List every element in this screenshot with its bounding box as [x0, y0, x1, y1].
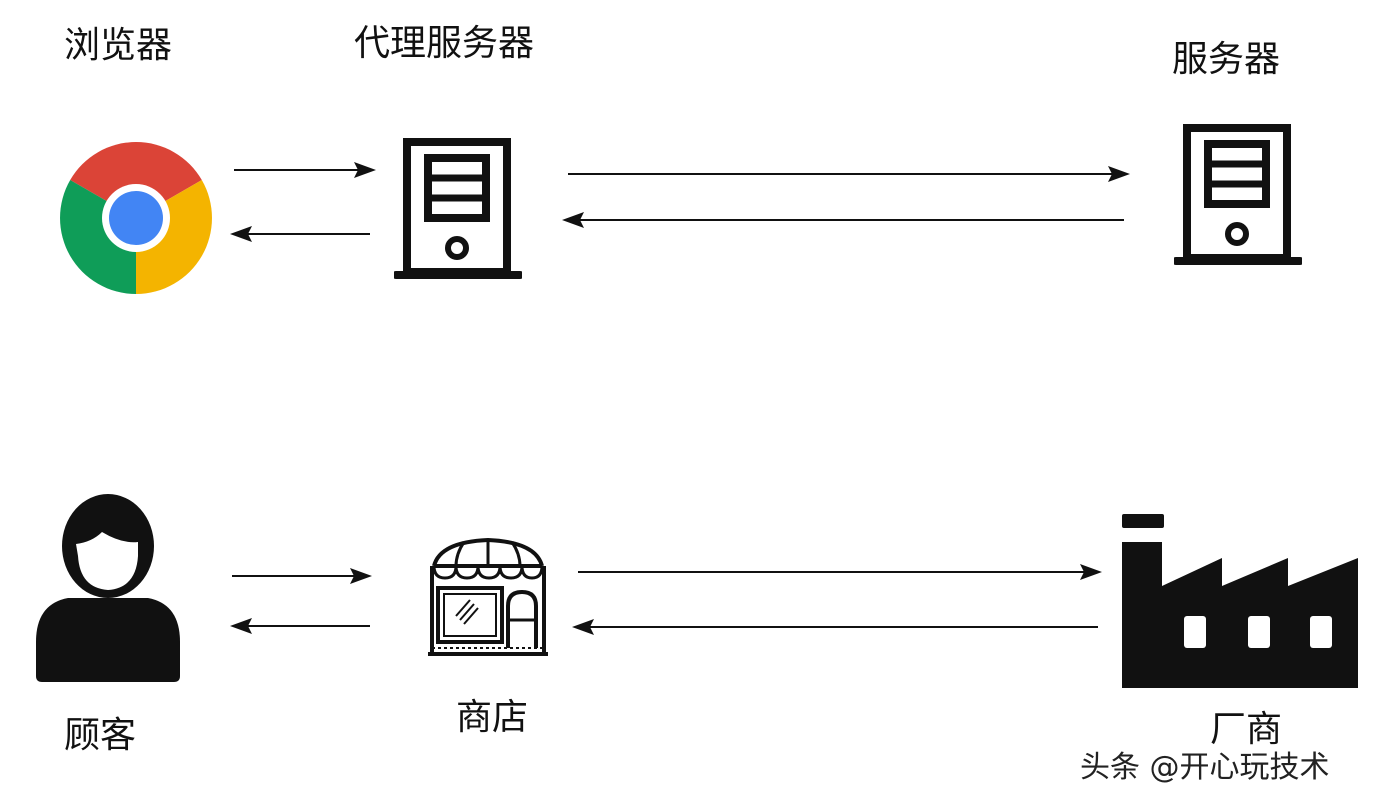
- arrow-store-to-factory: [578, 564, 1102, 580]
- factory-label: 厂商: [1210, 709, 1283, 750]
- arrow-factory-to-store: [572, 619, 1098, 635]
- arrow-proxy-to-server: [568, 166, 1130, 182]
- arrow-customer-to-store: [232, 568, 372, 584]
- arrow-server-to-proxy: [562, 212, 1124, 228]
- person-icon: [36, 494, 180, 682]
- watermark: 头条 @开心玩技术: [1080, 750, 1330, 785]
- browser-label: 浏览器: [64, 25, 173, 66]
- arrow-browser-to-proxy: [234, 162, 376, 178]
- server-icon: [1174, 124, 1302, 265]
- chrome-red-segment: [70, 142, 202, 218]
- factory-icon: [1122, 514, 1358, 688]
- proxy-server-icon: [394, 138, 522, 279]
- proxy-server-label: 代理服务器: [354, 23, 535, 64]
- storefront-icon: [428, 537, 548, 656]
- server-label: 服务器: [1172, 39, 1281, 80]
- customer-label: 顾客: [64, 715, 137, 756]
- store-label: 商店: [456, 697, 529, 738]
- arrow-store-to-customer: [230, 618, 370, 634]
- chrome-icon: [60, 142, 212, 294]
- arrow-proxy-to-browser: [230, 226, 370, 242]
- chrome-blue-center: [109, 191, 163, 245]
